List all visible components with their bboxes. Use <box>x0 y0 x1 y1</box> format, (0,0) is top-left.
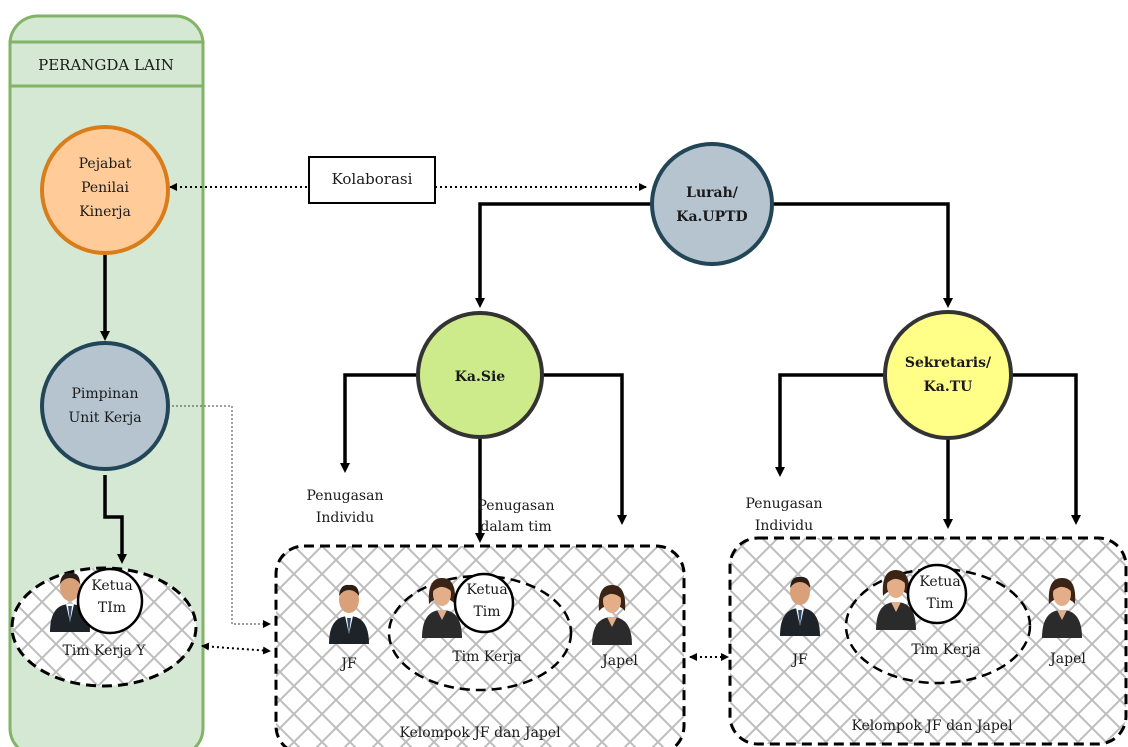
svg-text:Sekretaris/: Sekretaris/ <box>905 355 992 371</box>
svg-text:Individu: Individu <box>755 518 813 534</box>
svg-text:Tim Kerja: Tim Kerja <box>452 649 521 665</box>
kelompok-jf-japel-right: Penugasan Individu JF Ketua Tim Tim Kerj… <box>728 496 1128 746</box>
svg-text:Ka.Sie: Ka.Sie <box>455 369 506 385</box>
svg-text:Penugasan: Penugasan <box>746 496 823 512</box>
svg-text:Tim Kerja: Tim Kerja <box>911 642 980 658</box>
dotted-connectors <box>172 405 271 628</box>
timy-group-link <box>201 642 271 655</box>
svg-text:Ka.UPTD: Ka.UPTD <box>676 209 747 225</box>
svg-text:Kinerja: Kinerja <box>79 204 131 220</box>
svg-text:Kelompok JF dan Japel: Kelompok JF dan Japel <box>851 718 1013 734</box>
svg-text:Japel: Japel <box>600 653 638 669</box>
node-pimpinan-unit-kerja: Pimpinan Unit Kerja <box>40 341 170 471</box>
svg-text:Lurah/: Lurah/ <box>686 185 739 201</box>
svg-text:Ka.TU: Ka.TU <box>924 379 973 395</box>
tim-kerja-y: Ketua TIm Tim Kerja Y <box>10 566 198 688</box>
svg-text:Individu: Individu <box>316 510 374 526</box>
svg-text:JF: JF <box>790 652 808 668</box>
svg-text:Ketua: Ketua <box>466 582 507 598</box>
svg-text:Penugasan: Penugasan <box>307 488 384 504</box>
panel-title: PERANGDA LAIN <box>38 56 174 74</box>
svg-text:Tim Kerja Y: Tim Kerja Y <box>63 643 147 659</box>
svg-text:Penugasan: Penugasan <box>478 498 555 514</box>
svg-text:Pejabat: Pejabat <box>79 156 132 172</box>
node-ka-sie: Ka.Sie <box>416 311 544 439</box>
node-sekretaris-ka-tu: Sekretaris/ Ka.TU <box>883 310 1013 440</box>
node-lurah-ka-uptd: Lurah/ Ka.UPTD <box>650 142 774 266</box>
svg-text:TIm: TIm <box>98 600 126 616</box>
kolaborasi-label: Kolaborasi <box>332 170 413 188</box>
svg-text:Unit Kerja: Unit Kerja <box>68 410 141 426</box>
svg-text:Japel: Japel <box>1048 651 1086 667</box>
svg-text:Penilai: Penilai <box>81 180 129 196</box>
svg-text:Tim: Tim <box>926 596 953 612</box>
solid-connectors <box>100 202 1081 564</box>
kelompok-jf-japel-left: Penugasan Individu Penugasan dalam tim J… <box>274 488 686 747</box>
svg-text:dalam tim: dalam tim <box>480 519 551 535</box>
svg-text:Kelompok JF dan Japel: Kelompok JF dan Japel <box>399 725 561 741</box>
svg-text:JF: JF <box>339 656 357 672</box>
kolaborasi-box: Kolaborasi <box>308 156 436 204</box>
svg-text:Pimpinan: Pimpinan <box>72 386 139 402</box>
svg-text:Ketua: Ketua <box>919 574 960 590</box>
node-pejabat-penilai-kinerja: Pejabat Penilai Kinerja <box>40 125 170 255</box>
svg-text:Tim: Tim <box>473 604 500 620</box>
svg-text:Ketua: Ketua <box>91 578 132 594</box>
